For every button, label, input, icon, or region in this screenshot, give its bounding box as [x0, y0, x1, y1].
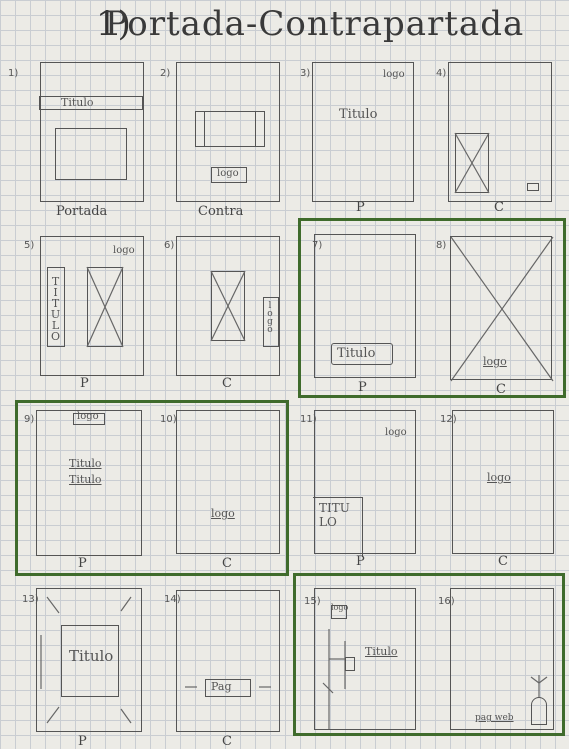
sketch-10-number: 10)	[160, 414, 177, 425]
sketch-9-caption: P	[78, 556, 87, 571]
sketch-10: logo	[176, 410, 280, 554]
sketch-8: logo	[450, 236, 552, 380]
sketch-4-number: 4)	[436, 68, 446, 79]
sketch-14-dash-marks	[177, 591, 281, 733]
sketch-6-caption: C	[222, 376, 232, 391]
sketch-2-logo: logo	[217, 168, 239, 179]
sketch-2-image-right-tab	[255, 111, 265, 147]
sketch-8-number: 8)	[436, 240, 446, 251]
sketch-12: logo	[452, 410, 554, 554]
sketch-11-logo: logo	[385, 427, 407, 438]
sketch-4-caption: C	[494, 200, 504, 215]
sketch-6-logo: logo	[265, 301, 275, 333]
sketch-14-caption: C	[222, 734, 232, 749]
sketch-6-image-cross	[211, 271, 245, 341]
sketch-15-title: Titulo	[365, 645, 398, 658]
sketch-7-caption: P	[358, 380, 367, 395]
sketch-11: logo TITULO	[314, 410, 416, 554]
sketch-4-logo-box	[527, 183, 539, 191]
sketch-3-number: 3)	[300, 68, 310, 79]
sketch-9: logo Titulo Titulo	[36, 410, 142, 556]
sketch-11-title: TITULO	[319, 501, 355, 529]
sketch-2-image-left-tab	[195, 111, 205, 147]
sketch-12-logo: logo	[487, 471, 511, 484]
sketch-9-logo: logo	[77, 411, 99, 422]
page-title-text: Portada-Contrapartada	[105, 4, 525, 44]
sketch-15-tree-doodle	[315, 589, 417, 731]
sketch-7-title: Titulo	[337, 346, 375, 361]
sketch-6-number: 6)	[164, 240, 174, 251]
sketch-5-logo: logo	[113, 245, 135, 256]
sketch-7: Titulo	[314, 234, 416, 378]
sketch-15: logo Titulo	[314, 588, 416, 730]
sketch-5-image-cross	[87, 267, 123, 347]
sketch-4-image-cross	[455, 133, 489, 193]
sketch-9-number: 9)	[24, 414, 34, 425]
sketch-1-title: Titulo	[61, 96, 94, 109]
sketch-3-title: Titulo	[339, 107, 377, 122]
sketch-2: logo	[176, 62, 280, 202]
sketch-9-title-2: Titulo	[69, 473, 102, 486]
sketch-4	[448, 62, 552, 202]
sketch-5-caption: P	[80, 376, 89, 391]
sketch-8-caption: C	[496, 382, 506, 397]
sketch-5-number: 5)	[24, 240, 34, 251]
sketch-16-plant-leaves	[451, 589, 555, 731]
sketch-1-caption: Portada	[56, 204, 107, 219]
sketch-5: logo TITULO	[40, 236, 144, 376]
sketch-3-logo: logo	[383, 69, 405, 80]
sketch-14-page: Pag	[211, 680, 232, 693]
sketch-13-title: Titulo	[69, 647, 113, 665]
sketch-10-logo: logo	[211, 507, 235, 520]
sketch-3: logo Titulo	[312, 62, 414, 202]
sketch-12-caption: C	[498, 554, 508, 569]
sketch-15-small-box	[345, 657, 355, 671]
sketch-9-title-1: Titulo	[69, 457, 102, 470]
sketch-2-caption: Contra	[198, 204, 243, 219]
sketch-1-image-box	[55, 128, 127, 180]
sketch-10-caption: C	[222, 556, 232, 571]
sketch-16-web-page: pag web	[475, 713, 514, 723]
sketch-13-caption: P	[78, 734, 87, 749]
sketch-5-title: TITULO	[49, 275, 62, 341]
sketch-8-logo: logo	[483, 355, 507, 368]
sketch-11-caption: P	[356, 554, 365, 569]
sketch-2-number: 2)	[160, 68, 170, 79]
sketch-13: Titulo	[36, 588, 142, 732]
sketch-3-caption: P	[356, 200, 365, 215]
page-title: Portada-Contrapartada	[0, 4, 569, 44]
sketch-1-number: 1)	[8, 68, 18, 79]
sketch-1: Titulo	[40, 62, 144, 202]
sketch-16: pag web	[450, 588, 554, 730]
sketch-14: Pag	[176, 590, 280, 732]
sketch-6: logo	[176, 236, 280, 376]
